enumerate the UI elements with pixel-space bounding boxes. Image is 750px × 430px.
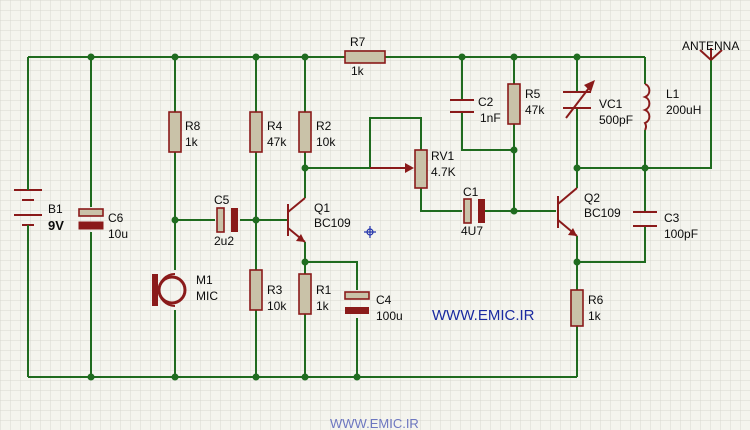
resistor-r7 (344, 50, 386, 64)
r7-ref: R7 (350, 35, 366, 49)
capacitor-c4 (344, 291, 370, 314)
transistor-q1 (287, 197, 306, 243)
q1-value: BC109 (314, 216, 351, 230)
antenna-label: ANTENNA (682, 39, 739, 53)
r8-value: 1k (185, 135, 199, 149)
rv1-ref: RV1 (431, 149, 454, 163)
junction-dots (87, 53, 649, 381)
r7-value: 1k (351, 64, 365, 78)
resistor-r5 (507, 83, 521, 125)
crosshair-cursor-icon (364, 226, 376, 238)
resistor-r4 (249, 111, 263, 153)
r4-ref: R4 (267, 119, 283, 133)
capacitor-c3 (633, 211, 657, 227)
capacitor-c2 (450, 99, 474, 113)
r5-ref: R5 (525, 87, 541, 101)
r2-ref: R2 (316, 119, 332, 133)
c6-ref: C6 (108, 211, 124, 225)
r6-value: 1k (588, 309, 602, 323)
resistor-r1 (298, 273, 312, 315)
r2-value: 10k (316, 135, 336, 149)
watermark-text: WWW.EMIC.IR (432, 307, 535, 324)
c1-value: 4U7 (461, 224, 483, 238)
resistor-r8 (168, 111, 182, 153)
r4-value: 47k (267, 135, 287, 149)
c4-value: 100u (376, 309, 403, 323)
r8-ref: R8 (185, 119, 201, 133)
inductor-l1 (642, 83, 651, 131)
capacitor-c1 (463, 198, 485, 224)
watermark-bottom: WWW.EMIC.IR (330, 416, 419, 430)
r1-value: 1k (316, 299, 330, 313)
m1-value: MIC (196, 289, 218, 303)
potentiometer-rv1 (370, 149, 428, 189)
vc1-ref: VC1 (599, 97, 623, 111)
l1-ref: L1 (666, 87, 680, 101)
vc1-value: 500pF (599, 113, 633, 127)
q2-ref: Q2 (584, 191, 600, 205)
c5-ref: C5 (214, 193, 230, 207)
l1-value: 200uH (666, 103, 701, 117)
m1-ref: M1 (196, 273, 213, 287)
c6-value: 10u (108, 227, 128, 241)
r5-value: 47k (525, 103, 545, 117)
r3-value: 10k (267, 299, 287, 313)
c3-ref: C3 (664, 211, 680, 225)
c2-value: 1nF (480, 111, 501, 125)
r1-ref: R1 (316, 283, 332, 297)
antenna-icon (699, 48, 723, 61)
variable-capacitor-vc1 (563, 80, 595, 119)
r6-ref: R6 (588, 293, 604, 307)
resistor-r3 (249, 269, 263, 311)
q1-ref: Q1 (314, 201, 330, 215)
c4-ref: C4 (376, 293, 392, 307)
b1-ref: B1 (48, 202, 63, 216)
battery-b1 (14, 180, 42, 245)
c1-ref: C1 (463, 185, 479, 199)
microphone-m1 (152, 273, 187, 307)
q2-value: BC109 (584, 206, 621, 220)
r3-ref: R3 (267, 283, 283, 297)
c5-value: 2u2 (214, 234, 234, 248)
c2-ref: C2 (478, 95, 494, 109)
c3-value: 100pF (664, 227, 698, 241)
capacitor-c6 (78, 208, 104, 230)
resistor-r2 (298, 111, 312, 153)
transistor-q2 (557, 187, 578, 237)
capacitor-c5 (216, 207, 238, 233)
b1-value: 9V (48, 218, 64, 233)
resistor-r6 (570, 289, 584, 327)
rv1-value: 4.7K (431, 165, 456, 179)
